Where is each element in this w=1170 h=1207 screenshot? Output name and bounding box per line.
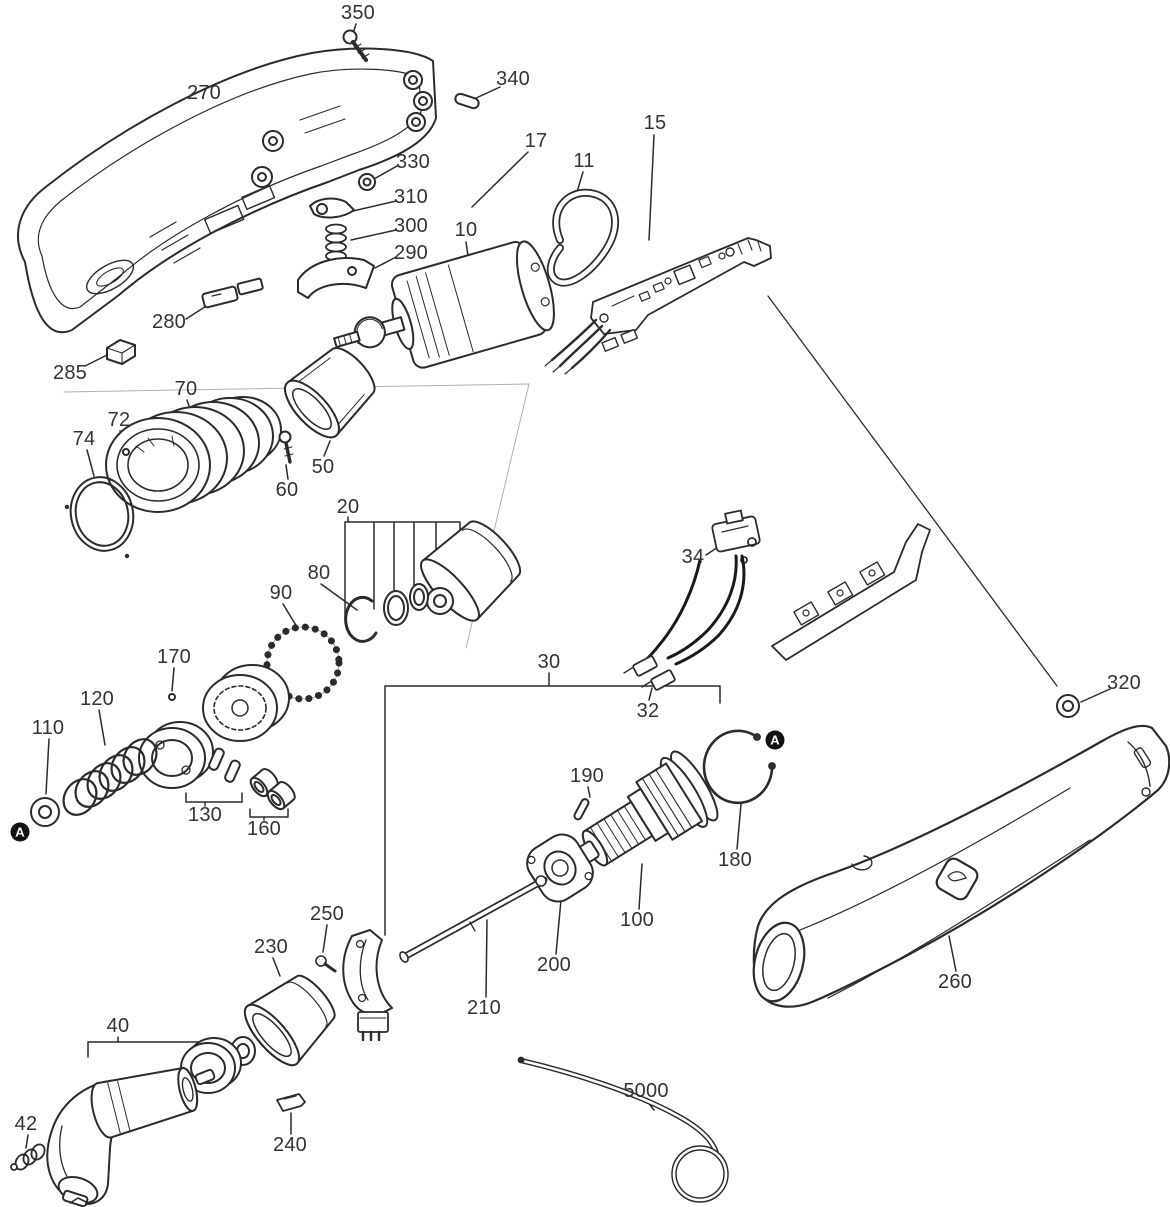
part-label-280: 280: [152, 311, 186, 333]
part-rings-small: [383, 583, 429, 626]
part-label-230: 230: [254, 936, 288, 958]
part-pin-72: [122, 448, 130, 456]
part-label-200: 200: [537, 954, 571, 976]
part-shaft-210: [399, 875, 548, 963]
part-label-40: 40: [106, 1015, 130, 1037]
part-washer-330: [358, 173, 376, 191]
part-connectors-32: [623, 655, 676, 691]
part-label-30: 30: [537, 651, 561, 673]
part-washer-110: [30, 797, 60, 827]
detail-marker-a-1: A: [10, 822, 30, 842]
part-label-290: 290: [394, 242, 428, 264]
part-gear-ring-70: [105, 396, 282, 513]
part-housing-shell-270: [17, 47, 437, 334]
part-label-34: 34: [681, 546, 705, 568]
part-label-17: 17: [524, 130, 548, 152]
part-label-270: 270: [187, 82, 221, 104]
part-label-5000: 5000: [623, 1080, 669, 1102]
part-wire-loop-11: [546, 188, 619, 287]
part-cone-230: [243, 974, 336, 1067]
part-tool-5000: [517, 1056, 729, 1203]
part-bushings-160: [249, 768, 296, 811]
part-label-32: 32: [636, 700, 660, 722]
part-adjust-ring: [138, 721, 214, 789]
part-spring-42: [10, 1143, 46, 1171]
part-angle-head-40: [46, 1067, 216, 1207]
part-label-180: 180: [718, 849, 752, 871]
leader-long-diagonal: [767, 295, 1058, 687]
part-bearing-90: [263, 623, 343, 703]
part-label-80: 80: [307, 562, 331, 584]
part-pin-340: [454, 92, 480, 110]
bracket-group-20: [344, 516, 461, 618]
bracket-group-130: [185, 792, 243, 807]
part-label-330: 330: [396, 151, 430, 173]
part-pin-190: [573, 798, 590, 821]
part-label-350: 350: [341, 2, 375, 24]
part-snap-ring-80: [344, 595, 378, 643]
part-label-210: 210: [467, 997, 501, 1019]
part-label-72: 72: [107, 409, 131, 431]
part-label-340: 340: [496, 68, 530, 90]
part-clutch-cup: [202, 664, 290, 742]
part-block-285: [106, 339, 136, 365]
part-label-70: 70: [174, 378, 198, 400]
part-clip-240: [276, 1093, 306, 1112]
part-clamp-shell: [342, 929, 393, 1016]
part-label-260: 260: [938, 971, 972, 993]
part-label-90: 90: [269, 582, 293, 604]
leader-simple: [25, 23, 1111, 1149]
part-label-170: 170: [157, 646, 191, 668]
part-label-250: 250: [310, 903, 344, 925]
part-contact-strip: [771, 523, 931, 661]
part-label-240: 240: [273, 1134, 307, 1156]
part-label-110: 110: [31, 717, 65, 739]
part-label-120: 120: [80, 688, 114, 710]
part-housing-260: [752, 724, 1170, 1008]
part-label-130: 130: [188, 804, 222, 826]
part-terminal-block: [357, 1011, 389, 1042]
part-label-320: 320: [1107, 672, 1141, 694]
part-label-285: 285: [53, 362, 87, 384]
part-switch-slide-280: [201, 277, 264, 309]
part-screw-350: [342, 29, 370, 62]
part-lever-310: [309, 197, 355, 219]
part-label-310: 310: [394, 186, 428, 208]
part-motor-10: [333, 240, 555, 369]
part-label-15: 15: [643, 112, 667, 134]
part-gear-housing-20: [420, 520, 522, 622]
detail-marker-a-2: A: [765, 730, 785, 750]
part-pin-170: [168, 693, 176, 701]
part-spring-120: [62, 738, 158, 816]
part-label-20: 20: [336, 496, 360, 518]
bracket-group-40: [87, 1036, 209, 1058]
part-screw-250: [315, 955, 337, 973]
part-pcb-15: [544, 237, 772, 375]
part-label-50: 50: [311, 456, 335, 478]
part-label-190: 190: [570, 765, 604, 787]
part-label-11: 11: [573, 150, 595, 172]
part-snap-ring-180: [702, 729, 776, 805]
part-pins-130: [208, 747, 241, 783]
part-label-42: 42: [14, 1113, 38, 1135]
part-spindle-100: [578, 750, 719, 867]
bracket-group-160: [249, 808, 289, 821]
part-label-74: 74: [72, 428, 96, 450]
part-o-ring-74: [64, 476, 135, 559]
part-washer-320: [1056, 694, 1080, 718]
part-label-100: 100: [620, 909, 654, 931]
part-bracket-290: [297, 257, 375, 299]
part-label-300: 300: [394, 215, 428, 237]
part-wires: [642, 554, 746, 666]
part-label-10: 10: [454, 219, 478, 241]
part-housing-50: [284, 347, 376, 439]
part-switch-34: [711, 509, 761, 564]
part-label-60: 60: [275, 479, 299, 501]
part-screw-60: [278, 430, 294, 464]
bracket-group-30: [384, 672, 721, 936]
brand-logo-icon: [935, 857, 979, 901]
part-label-160: 160: [247, 818, 281, 840]
